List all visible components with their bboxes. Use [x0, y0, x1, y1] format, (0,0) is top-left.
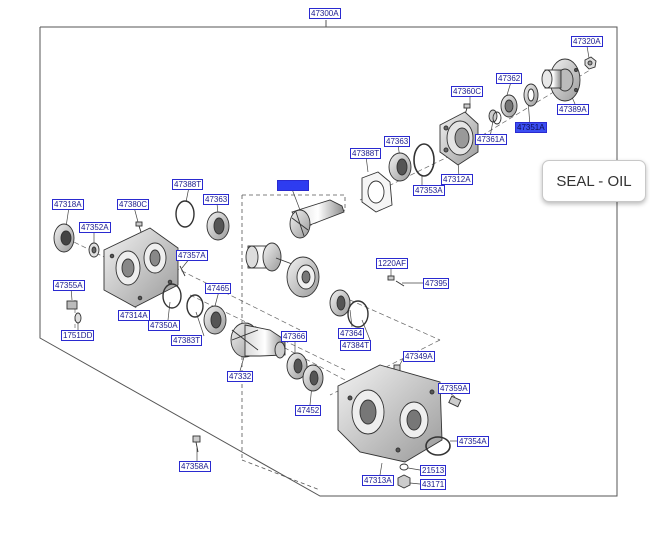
part-label-47349A[interactable]: 47349A [403, 351, 435, 362]
front-housing-drawing [103, 227, 179, 308]
rear-housing-drawing [439, 111, 479, 166]
plug-drawing [66, 300, 82, 324]
part-label-47318A[interactable]: 47318A [52, 199, 84, 210]
part-label-47389A[interactable]: 47389A [557, 104, 589, 115]
part-label-47452[interactable]: 47452 [295, 405, 322, 416]
part-label-47366[interactable]: 47366 [281, 331, 308, 342]
small-seal-drawing [88, 242, 100, 258]
leader-lines [65, 45, 590, 485]
part-label-47383T[interactable]: 47383T [171, 335, 203, 346]
part-label-47363-upper[interactable]: 47363 [384, 136, 411, 147]
part-label-47351A[interactable]: 47351A [515, 122, 547, 133]
part-tooltip: SEAL - OIL [542, 160, 646, 202]
ring-drawing [175, 200, 230, 241]
part-label-47361A[interactable]: 47361A [475, 134, 507, 145]
bearing-lower-drawing [286, 352, 324, 392]
part-label-1220AF[interactable]: 1220AF [376, 258, 409, 269]
part-label-47354A[interactable]: 47354A [457, 436, 489, 447]
part-label-47360C[interactable]: 47360C [451, 86, 484, 97]
part-label-47465[interactable]: 47465 [205, 283, 232, 294]
shaft-drawing [230, 322, 286, 359]
part-label-47384T[interactable]: 47384T [340, 340, 372, 351]
o-ring-drawing [413, 143, 435, 177]
part-label-47388T-upper[interactable]: 47388T [350, 148, 382, 159]
main-case-drawing [337, 364, 443, 463]
part-label-47353A[interactable]: 47353A [413, 185, 445, 196]
bearing-upper-drawing [388, 152, 412, 182]
part-label-47350A[interactable]: 47350A [148, 320, 180, 331]
part-label-47363-lower[interactable]: 47363 [203, 194, 230, 205]
part-label-47357A[interactable]: 47357A [176, 250, 208, 261]
part-label-47313A[interactable]: 47313A [362, 475, 394, 486]
part-label-47364[interactable]: 47364 [338, 328, 365, 339]
part-label-21513[interactable]: 21513 [420, 465, 447, 476]
seal-drawing [500, 83, 539, 118]
tooltip-text: SEAL - OIL [556, 172, 632, 190]
part-label-47355A[interactable]: 47355A [53, 280, 85, 291]
washer-drawing [162, 283, 227, 335]
part-label-47359A[interactable]: 47359A [438, 383, 470, 394]
drain-plug-drawing [397, 463, 411, 489]
alignment-lines [59, 69, 591, 396]
part-label-47362[interactable]: 47362 [496, 73, 523, 84]
pin-47359a-drawing [448, 395, 462, 408]
part-label-43171[interactable]: 43171 [420, 479, 447, 490]
part-label-47300B[interactable]: 47300B [277, 180, 309, 191]
subassembly-frame [241, 194, 346, 491]
part-label-47320A[interactable]: 47320A [571, 36, 603, 47]
part-label-assembly[interactable]: 47300A [309, 8, 341, 19]
gear-set-drawing [245, 199, 345, 298]
part-label-1751DD[interactable]: 1751DD [61, 330, 95, 341]
bolt-1220af-drawing [387, 275, 405, 287]
part-label-47395[interactable]: 47395 [423, 278, 450, 289]
assembly-frame [39, 20, 618, 497]
o-ring-lower-drawing [425, 436, 451, 456]
cover-drawing [53, 223, 75, 253]
seal-47364-drawing [329, 289, 369, 328]
part-label-47388T-lower[interactable]: 47388T [172, 179, 204, 190]
part-label-47312A[interactable]: 47312A [441, 174, 473, 185]
pin-drawing [179, 265, 186, 277]
nut-drawing [584, 56, 597, 70]
gasket-drawing [361, 171, 393, 213]
flange-drawing [541, 58, 581, 102]
part-label-47358A[interactable]: 47358A [179, 461, 211, 472]
part-label-47380C[interactable]: 47380C [117, 199, 150, 210]
part-label-47314A[interactable]: 47314A [118, 310, 150, 321]
bolt-47358a-drawing [192, 435, 201, 453]
part-label-47352A[interactable]: 47352A [79, 222, 111, 233]
part-label-47332[interactable]: 47332 [227, 371, 254, 382]
spring-drawing [488, 109, 502, 125]
